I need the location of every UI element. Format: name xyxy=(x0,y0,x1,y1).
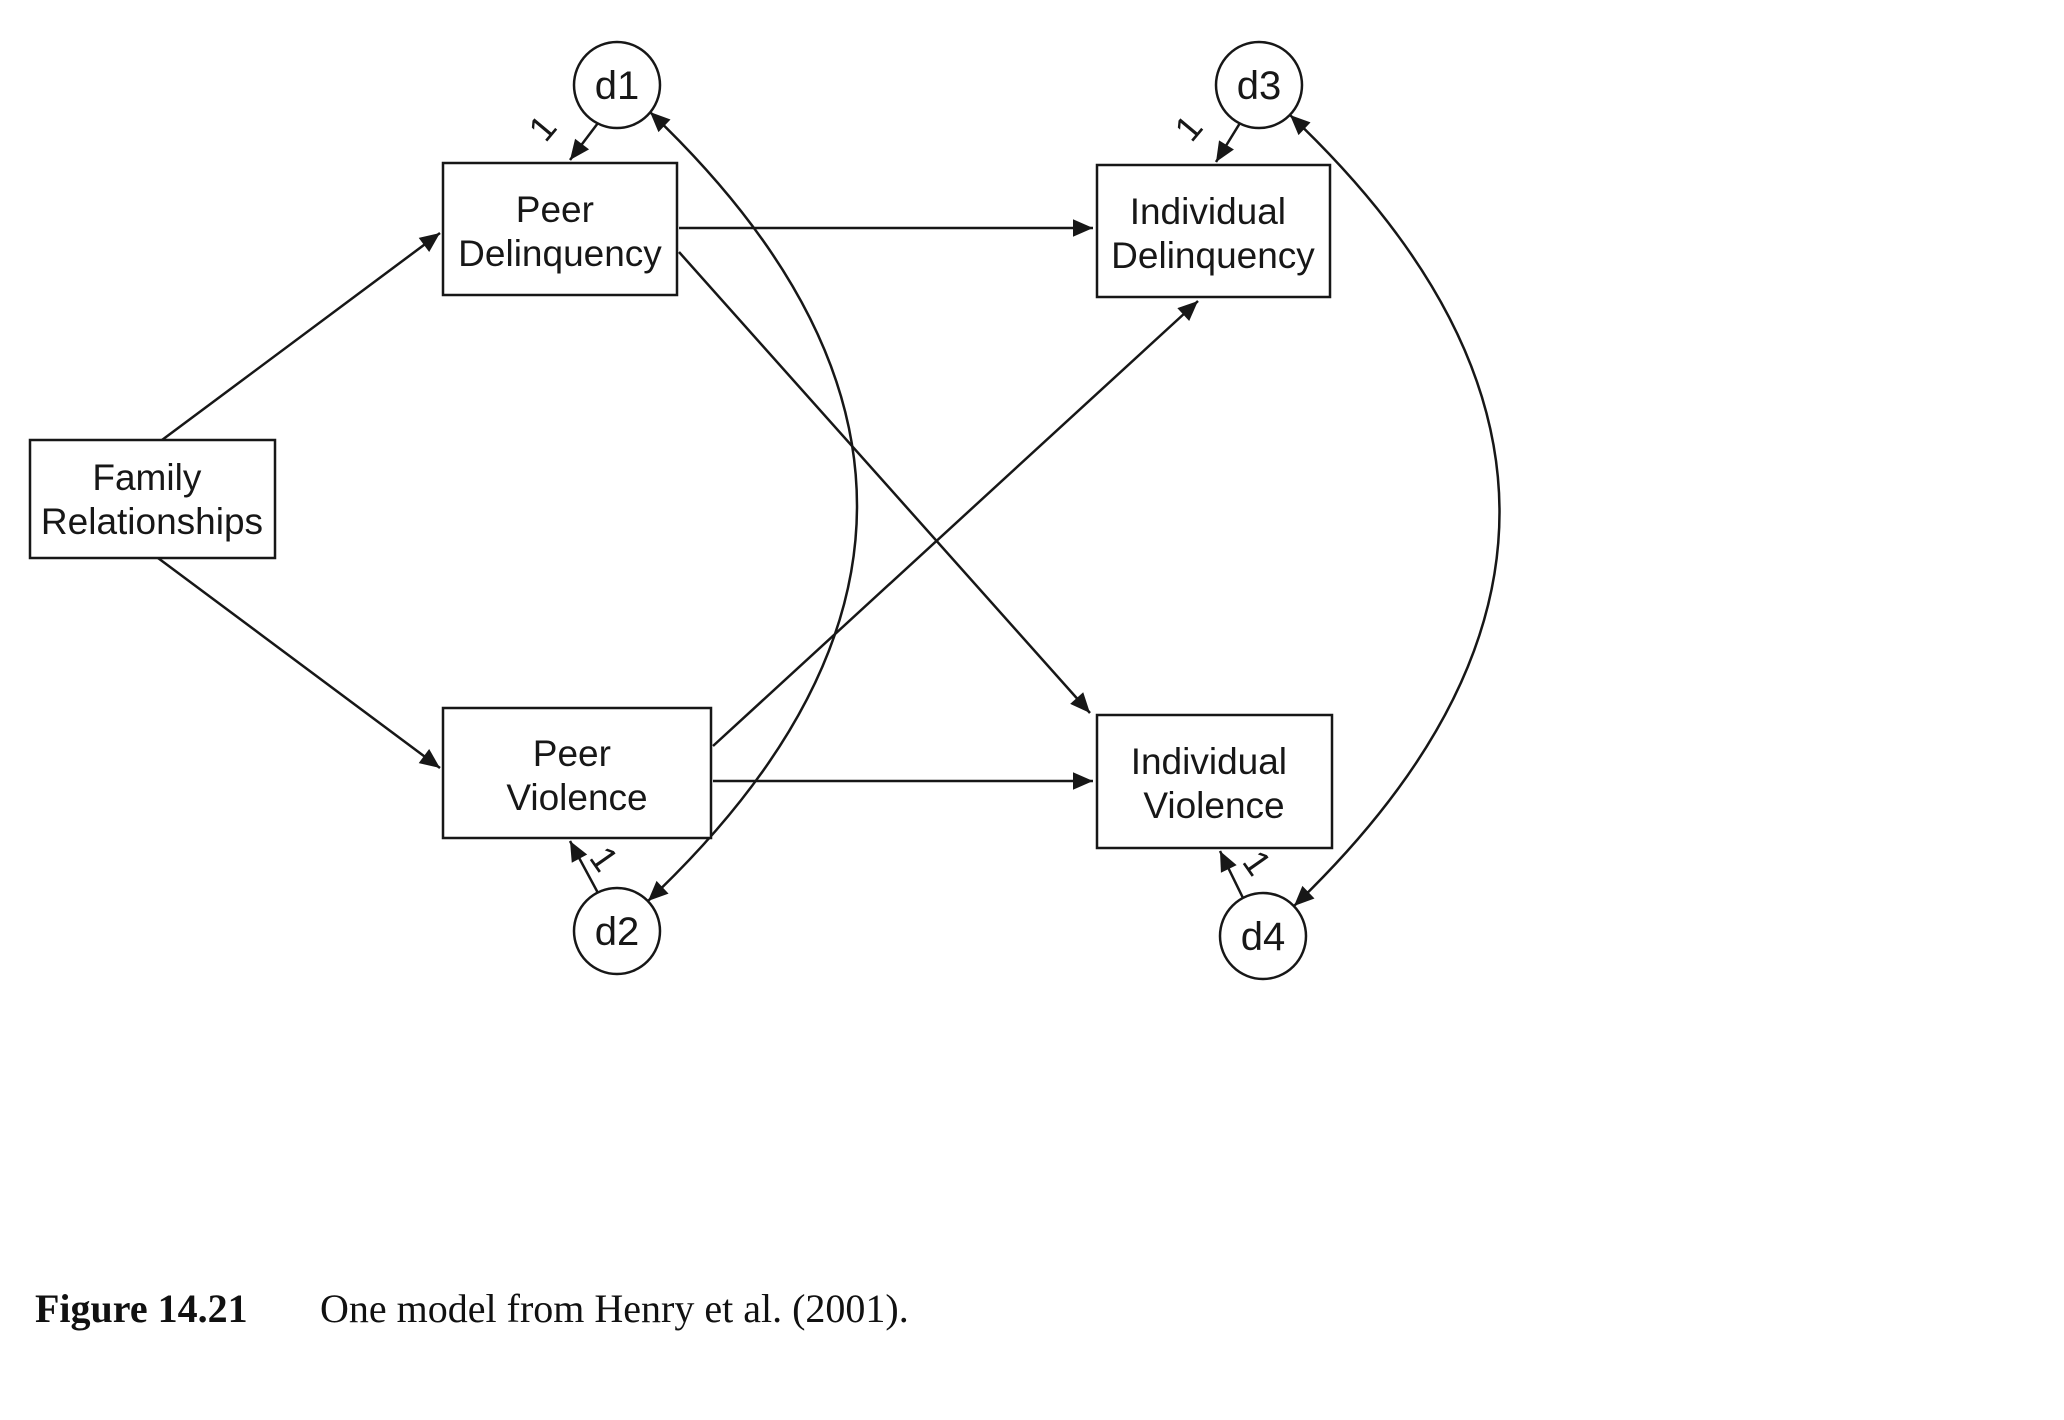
node-peer-violence: Peer Violence xyxy=(441,706,713,840)
edge-peer-delinquency-to-individual-violence xyxy=(678,251,1091,714)
individual-violence-box xyxy=(1095,713,1334,850)
node-label-line: Relationships xyxy=(41,501,263,542)
edge-d3-to-individual-delinquency xyxy=(1214,122,1242,163)
node-peer-delinquency: Peer Delinquency xyxy=(441,161,679,297)
node-label-line: Delinquency xyxy=(1111,235,1315,276)
node-label-line: Peer xyxy=(516,189,594,230)
node-label-line: Delinquency xyxy=(458,233,662,274)
edge-d4-to-individual-violence xyxy=(1218,850,1245,899)
peer-violence-box xyxy=(441,706,713,840)
node-label-line: Family xyxy=(92,457,201,498)
edge-peer-violence-to-individual-delinquency xyxy=(712,300,1199,747)
node-individual-delinquency: Individual Delinquency xyxy=(1095,163,1332,299)
loading-label-d3: 1 xyxy=(1166,107,1210,149)
d4-label: d4 xyxy=(1241,915,1286,959)
d3-circle xyxy=(1214,40,1304,130)
edge-family-to-peer-violence xyxy=(157,556,441,770)
d2-label: d2 xyxy=(595,910,640,954)
node-individual-violence: Individual Violence xyxy=(1095,713,1334,850)
individual-delinquency-label: Individual Delinquency xyxy=(1111,191,1315,276)
figure-caption-text: One model from Henry et al. (2001). xyxy=(320,1286,909,1331)
edge-family-to-peer-delinquency xyxy=(161,231,441,442)
node-family-relationships: Family Relationships xyxy=(28,438,277,560)
node-label-line: Individual xyxy=(1131,741,1287,782)
disturbance-d4: d4 xyxy=(1218,891,1308,981)
disturbance-d1: d1 xyxy=(572,40,662,130)
figure-caption-label: Figure 14.21 xyxy=(35,1286,248,1331)
edges xyxy=(157,111,1501,907)
node-label-line: Violence xyxy=(1143,785,1284,826)
d4-circle xyxy=(1218,891,1308,981)
edge-d1-to-peer-delinquency xyxy=(569,122,599,161)
d2-circle xyxy=(572,886,662,976)
d1-circle xyxy=(572,40,662,130)
disturbance-d3: d3 xyxy=(1214,40,1304,130)
node-label-line: Individual xyxy=(1130,191,1286,232)
figure-caption: Figure 14.21 One model from Henry et al.… xyxy=(35,1286,909,1331)
family-relationships-label: Family Relationships xyxy=(41,457,263,542)
individual-violence-label: Individual Violence xyxy=(1131,741,1298,826)
loading-label-d1: 1 xyxy=(520,107,564,149)
d1-label: d1 xyxy=(595,64,640,108)
peer-delinquency-label: Peer Delinquency xyxy=(458,189,662,274)
d3-label: d3 xyxy=(1237,64,1282,108)
disturbance-d2: d2 xyxy=(572,886,662,976)
covariance-d1-d2 xyxy=(647,111,859,902)
peer-violence-label: Peer Violence xyxy=(506,733,647,818)
peer-delinquency-box xyxy=(441,161,679,297)
family-relationships-box xyxy=(28,438,277,560)
covariance-d3-d4 xyxy=(1289,114,1501,907)
edge-d2-to-peer-violence xyxy=(568,840,600,894)
node-label-line: Violence xyxy=(506,777,647,818)
individual-delinquency-box xyxy=(1095,163,1332,299)
node-label-line: Peer xyxy=(533,733,611,774)
